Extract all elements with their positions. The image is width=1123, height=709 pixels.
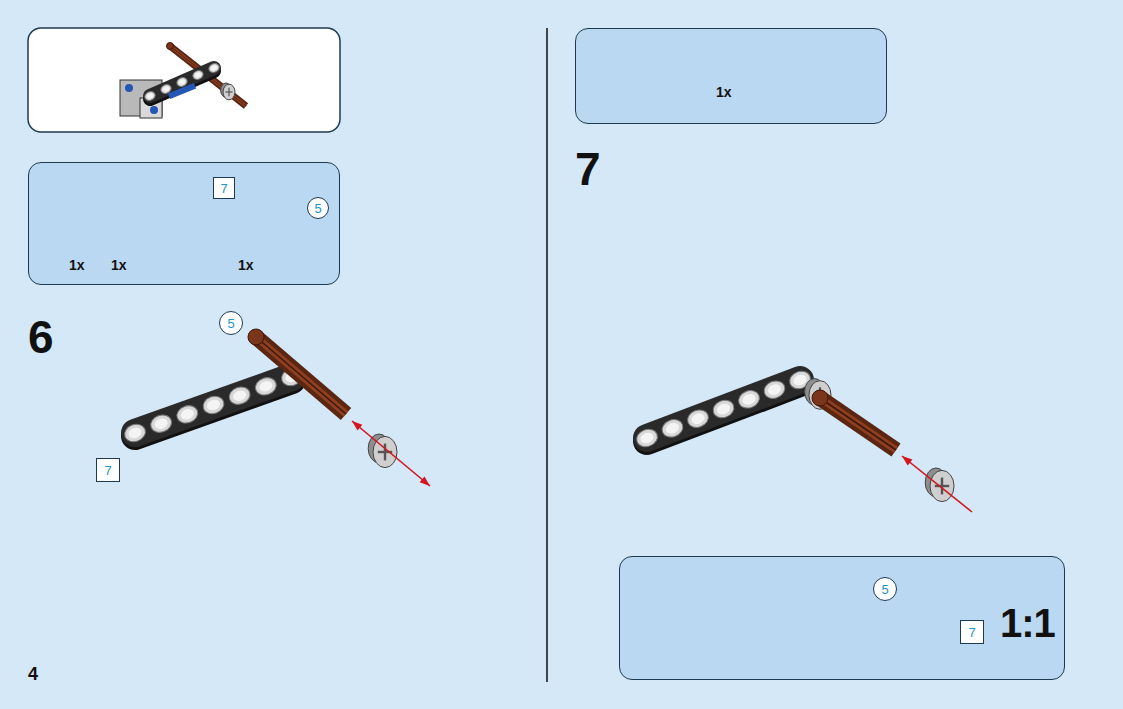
callout-number: 7 (214, 178, 234, 198)
drawing-part (690, 412, 706, 426)
axle-part (812, 390, 896, 450)
drawing-part (167, 43, 174, 50)
quantity: 1x (69, 257, 85, 273)
subassembly-panel (28, 28, 340, 132)
drawing-part (941, 478, 943, 495)
quantity: 1x (716, 84, 732, 100)
quantity: 1x (238, 257, 254, 273)
drawing-part (178, 78, 186, 85)
arrow-head (902, 456, 912, 465)
drawing-part (647, 380, 800, 438)
quantity: 1x (111, 257, 127, 273)
drawing-part (122, 422, 148, 445)
drawing-part (647, 383, 800, 441)
drawing-part (820, 398, 896, 450)
drawing-part (820, 398, 896, 450)
drawing-part (210, 64, 218, 71)
drawing-part (191, 69, 204, 81)
drawing-part (711, 397, 737, 420)
page-number: 4 (28, 665, 38, 683)
bush-part (925, 468, 954, 502)
drawing-part (162, 85, 170, 92)
drawing-part (194, 71, 202, 78)
drawing-part (174, 403, 200, 426)
drawing-part (762, 378, 788, 401)
callout-square: 7 (96, 458, 120, 482)
drawing-part (223, 84, 235, 100)
drawing-part (256, 337, 346, 414)
pin-part (125, 84, 133, 92)
drawing-part (639, 431, 655, 445)
callout-square: 7 (960, 620, 984, 644)
drawing-part (256, 337, 346, 414)
drawing-part (228, 88, 229, 96)
callout-number: 7 (961, 621, 983, 643)
drawing-part (930, 470, 954, 501)
drawing-part (153, 417, 169, 431)
drawing-part (812, 390, 828, 406)
callout-square: 7 (213, 177, 235, 199)
drawing-part (634, 426, 660, 449)
drawing-part (146, 92, 154, 99)
drawing-part (227, 384, 253, 407)
drawing-part (205, 398, 221, 412)
bush-part (221, 83, 235, 100)
drawing-part (135, 377, 292, 433)
callout-number: 5 (874, 578, 896, 600)
callout-number: 5 (220, 312, 242, 334)
drawing-part (148, 412, 174, 435)
callout-circle: 5 (307, 197, 329, 219)
beam-part (634, 368, 813, 449)
drawing-part (664, 421, 680, 435)
divider (546, 28, 548, 682)
step-number: 7 (575, 146, 601, 192)
parts-panel: 1:1 5 7 (619, 556, 1065, 680)
arrow-head (420, 476, 430, 486)
drawing-part (258, 379, 274, 393)
parts-panel: 1x (575, 28, 887, 124)
drawing-part (685, 407, 711, 430)
assembly-arrow (902, 456, 972, 512)
drawing-part (715, 402, 731, 416)
drawing-part (179, 407, 195, 421)
drawing-part (207, 62, 220, 74)
drawing-part (232, 389, 248, 403)
drawing-part (736, 388, 762, 411)
beam-part (143, 62, 220, 102)
drawing-part (766, 383, 782, 397)
drawing-part (384, 444, 386, 461)
axle-part (248, 329, 346, 414)
drawing-part (135, 380, 292, 436)
drawing-part (127, 426, 143, 440)
drawing-part (201, 394, 227, 417)
callout-circle: 5 (873, 577, 897, 601)
scale-label: 1:1 (1000, 601, 1055, 646)
arrow-head (352, 421, 362, 431)
callout-number: 5 (308, 198, 328, 218)
parts-panel: 1x 1x 1x 7 5 (28, 162, 340, 285)
drawing-part (820, 398, 896, 450)
step-number: 6 (28, 314, 54, 360)
drawing-part (143, 90, 156, 102)
assembly-arrow (352, 421, 430, 486)
drawing-part (248, 329, 264, 345)
drawing-part (256, 337, 346, 414)
pin-part (168, 83, 196, 99)
beam-part (122, 366, 305, 445)
callout-number: 7 (97, 459, 119, 481)
pin-part (150, 106, 158, 114)
callout-circle: 5 (219, 311, 243, 335)
drawing-part (253, 375, 279, 398)
drawing-part (660, 417, 686, 440)
drawing-part (741, 392, 757, 406)
